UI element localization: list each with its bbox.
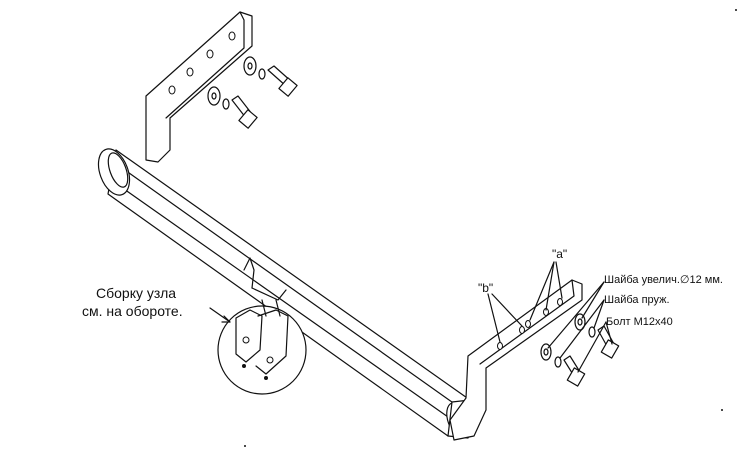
- hole-leaders: [487, 261, 563, 343]
- hitch-mount: [243, 257, 287, 301]
- detail-callout-circle: [209, 299, 307, 395]
- assembly-note-line2: см. на обороте.: [82, 303, 183, 319]
- hole-a-label: "a": [552, 247, 567, 261]
- washer-spring-label: Шайба пруж.: [604, 294, 670, 306]
- right-fasteners: [540, 313, 620, 387]
- washer-large-label: Шайба увелич.∅12 мм.: [604, 274, 723, 286]
- fastener-leaders: [547, 281, 613, 373]
- left-fasteners: [207, 56, 298, 129]
- assembly-note-line1: Сборку узла: [96, 285, 176, 301]
- left-bracket: [145, 11, 253, 163]
- scan-specks: [244, 9, 737, 447]
- bolt-label: Болт М12х40: [606, 316, 673, 328]
- hole-b-label: "b": [478, 281, 493, 295]
- right-bracket: [449, 279, 583, 441]
